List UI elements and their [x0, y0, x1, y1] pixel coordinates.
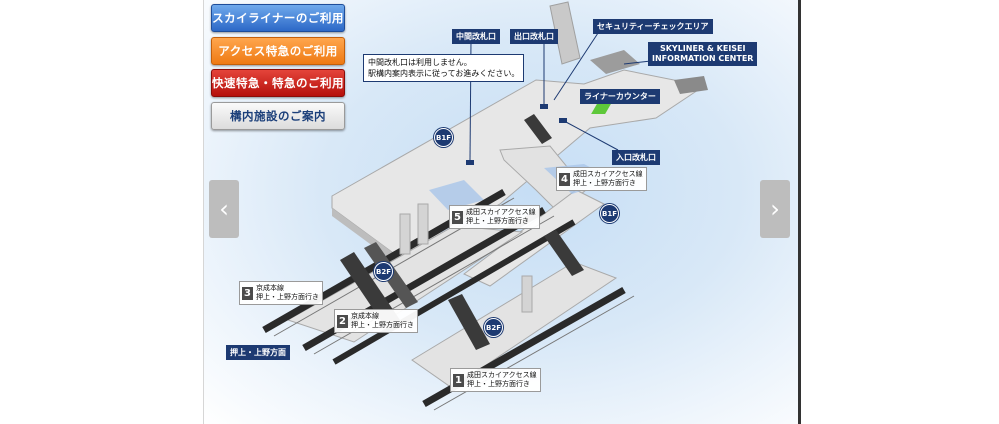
- platform-3-label: 3 京成本線押上・上野方面行き: [239, 281, 323, 305]
- floor-b2-badge: B2F: [374, 262, 393, 281]
- security-label: セキュリティーチェックエリア: [593, 19, 713, 34]
- platform-number: 1: [453, 373, 464, 387]
- platform-direction: 押上・上野方面行き: [351, 321, 414, 329]
- access-express-button[interactable]: アクセス特急のご利用: [211, 37, 345, 65]
- entrance-gate-marker: [559, 118, 567, 123]
- platform-2-label: 2 京成本線押上・上野方面行き: [334, 309, 418, 333]
- pillar: [521, 275, 533, 313]
- floor-b1-badge: B1F: [434, 128, 453, 147]
- platform-number: 5: [452, 210, 463, 224]
- platform-number: 3: [242, 286, 253, 300]
- upper-stair-shaft: [549, 1, 581, 65]
- platform-line: 京成本線: [256, 284, 284, 292]
- entrance-gate-label: 入口改札口: [612, 150, 660, 165]
- middle-gate-label: 中間改札口: [452, 29, 500, 44]
- leader-line: [553, 29, 601, 101]
- platform-line: 成田スカイアクセス線: [466, 208, 536, 216]
- next-arrow-button[interactable]: ›: [760, 180, 790, 238]
- info-center-label: SKYLINER & KEISEI INFORMATION CENTER: [648, 42, 758, 66]
- exit-gate-label: 出口改札口: [510, 29, 558, 44]
- middle-gate-marker: [466, 160, 474, 165]
- leader-line: [565, 121, 619, 151]
- pillar: [399, 213, 411, 255]
- liner-counter-label: ライナーカウンター: [580, 89, 660, 104]
- glass-area: [429, 180, 484, 210]
- facilities-button[interactable]: 構内施設のご案内: [211, 102, 345, 130]
- pillar: [417, 203, 429, 245]
- platform-line: 成田スカイアクセス線: [573, 170, 643, 178]
- floor-b1-badge: B1F: [600, 204, 619, 223]
- security-area: [590, 50, 640, 74]
- concourse-edge: [332, 208, 400, 266]
- floor-b2-badge: B2F: [484, 318, 503, 337]
- info-center-line2: INFORMATION CENTER: [652, 54, 754, 63]
- b2-platform-right: [411, 261, 618, 389]
- info-center-block: [674, 76, 708, 94]
- rapid-express-button[interactable]: 快速特急・特急のご利用: [211, 69, 345, 97]
- prev-arrow-button[interactable]: ‹: [209, 180, 239, 238]
- platform-number: 4: [559, 172, 570, 186]
- exit-gate-marker: [540, 104, 548, 109]
- platform-4-label: 4 成田スカイアクセス線押上・上野方面行き: [556, 167, 647, 191]
- direction-label: 押上・上野方面: [226, 345, 290, 360]
- platform-number: 2: [337, 314, 348, 328]
- notice-line1: 中間改札口は利用しません。: [368, 58, 472, 67]
- info-center-line1: SKYLINER & KEISEI: [659, 44, 746, 53]
- escalator: [448, 294, 490, 350]
- track: [332, 219, 576, 365]
- escalator: [524, 114, 552, 144]
- gate-notice: 中間改札口は利用しません。 駅構内案内表示に従ってお進みください。: [363, 54, 525, 82]
- platform-line: 京成本線: [351, 312, 379, 320]
- platform-direction: 押上・上野方面行き: [256, 293, 319, 301]
- station-map-panel: スカイライナーのご利用 アクセス特急のご利用 快速特急・特急のご利用 構内施設の…: [203, 0, 801, 424]
- escalator: [544, 230, 584, 276]
- platform-direction: 押上・上野方面行き: [573, 179, 636, 187]
- platform-direction: 押上・上野方面行き: [466, 217, 529, 225]
- skyliner-button[interactable]: スカイライナーのご利用: [211, 4, 345, 32]
- notice-line2: 駅構内案内表示に従ってお進みください。: [368, 69, 520, 78]
- platform-1-label: 1 成田スカイアクセス線押上・上野方面行き: [450, 368, 541, 392]
- platform-line: 成田スカイアクセス線: [467, 371, 537, 379]
- platform-direction: 押上・上野方面行き: [467, 380, 530, 388]
- chevron-right-icon: ›: [770, 195, 780, 223]
- platform-5-label: 5 成田スカイアクセス線押上・上野方面行き: [449, 205, 540, 229]
- chevron-left-icon: ‹: [219, 195, 229, 223]
